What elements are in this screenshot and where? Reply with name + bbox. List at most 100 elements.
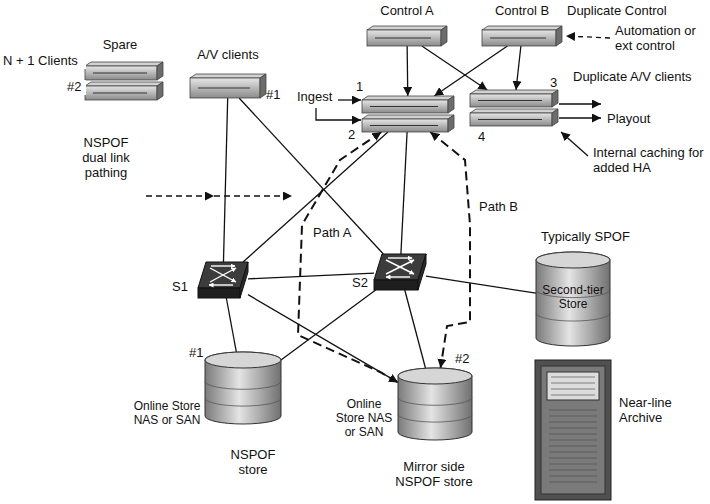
node-label: 1 [356, 80, 368, 95]
link-line [226, 298, 236, 352]
server-top [482, 26, 562, 30]
drive-bay [547, 372, 599, 400]
node-label: #1 [266, 88, 286, 103]
cylinder-body [536, 252, 610, 346]
server-slot [490, 37, 546, 38]
ingest-server: 12 [362, 96, 454, 132]
node-label: Online Store NAS or SAN [334, 398, 394, 439]
link-line [426, 276, 536, 293]
node-label: #1 [189, 346, 207, 361]
leader-arrow [146, 195, 214, 196]
server-slot [478, 100, 542, 101]
network-switch: S2 [374, 254, 426, 290]
link-line [401, 132, 407, 254]
disk-band [205, 398, 281, 406]
disk-band [205, 381, 281, 389]
path-label: Path B [478, 200, 519, 215]
disk-band [398, 414, 472, 422]
switch-shape [198, 262, 248, 298]
link-line [516, 46, 521, 90]
server-top [470, 109, 558, 113]
server-top [362, 96, 454, 100]
path-label: Path A [312, 226, 352, 241]
bay-line [551, 377, 595, 378]
grille-line [549, 452, 597, 453]
switch-top [198, 262, 248, 288]
server-unit [190, 74, 266, 98]
server-slot [198, 87, 250, 88]
annotation: NSPOF dual link pathing [72, 136, 140, 181]
control-arrow [566, 36, 610, 38]
server-side [552, 109, 558, 126]
grille-line [549, 446, 597, 447]
server-front [470, 113, 552, 126]
node-label: S1 [172, 280, 194, 295]
second-tier-store: Second-tier Store [536, 252, 610, 346]
server-slot [370, 125, 438, 126]
annotation: N + 1 Clients [2, 54, 86, 69]
server-front [85, 86, 157, 100]
playout-arrow [559, 103, 601, 104]
switch-icon-arrow [209, 284, 233, 285]
server-slot [375, 37, 431, 38]
server-unit [482, 26, 562, 46]
node-label: 2 [348, 128, 360, 143]
link-line [434, 46, 507, 96]
spare-client: Spare [85, 62, 163, 100]
server-front [470, 94, 552, 107]
switch-icon-arrow [211, 265, 235, 266]
link-line [223, 98, 227, 262]
cylinder-body [205, 352, 281, 424]
tower-front [541, 366, 605, 494]
grille-line [549, 422, 597, 423]
link-line [405, 290, 426, 368]
annotation: Duplicate Control [566, 4, 708, 19]
switch-icon-arrow [386, 276, 410, 277]
server-top [367, 26, 447, 30]
server2-shape [85, 62, 163, 100]
bay-line [551, 383, 595, 384]
server-side [448, 96, 454, 113]
server-slot [478, 119, 542, 120]
switch-icon-arrow [388, 257, 412, 258]
server2-shape [362, 96, 454, 132]
cylinder-body [398, 368, 472, 440]
node-label: S2 [352, 276, 372, 291]
server-side [552, 90, 558, 107]
server-slot [93, 92, 147, 93]
callout-number: #2 [66, 80, 86, 95]
tower-shape [535, 360, 611, 500]
server-front [482, 30, 556, 46]
online-store: #2Online Store NAS or SANMirror side NSP… [398, 368, 472, 440]
server-unit [367, 26, 447, 46]
cyl-shape [205, 352, 281, 424]
server-slot [370, 106, 438, 107]
near-line-archive: Near-line Archive [535, 360, 611, 500]
switch-front [374, 280, 418, 290]
server-top [85, 62, 163, 66]
server-side [556, 26, 562, 46]
server-unit [85, 82, 163, 100]
switch-icon-arrow [386, 260, 414, 274]
av-client: A/V clients#1 [190, 74, 266, 98]
server-shape [367, 26, 447, 46]
disk-band [398, 397, 472, 405]
server-unit [470, 109, 558, 126]
switch-shape [374, 254, 426, 290]
online-store: #1Online Store NAS or SANNSPOF store [205, 352, 281, 424]
grille-line [549, 440, 597, 441]
server-unit [85, 62, 163, 80]
server-front [362, 119, 448, 132]
ingest-arrow [338, 99, 361, 100]
bay-line [551, 389, 595, 390]
node-label: #2 [455, 352, 473, 367]
link-line [243, 132, 388, 262]
playout-arrow [559, 117, 601, 118]
server-front [367, 30, 441, 46]
node-label: Spare [85, 38, 155, 53]
node-label: Control A [362, 4, 452, 19]
annotation: Automation or ext control [614, 24, 708, 54]
switch-top [374, 254, 426, 280]
server-unit [470, 90, 558, 107]
grille-line [549, 416, 597, 417]
